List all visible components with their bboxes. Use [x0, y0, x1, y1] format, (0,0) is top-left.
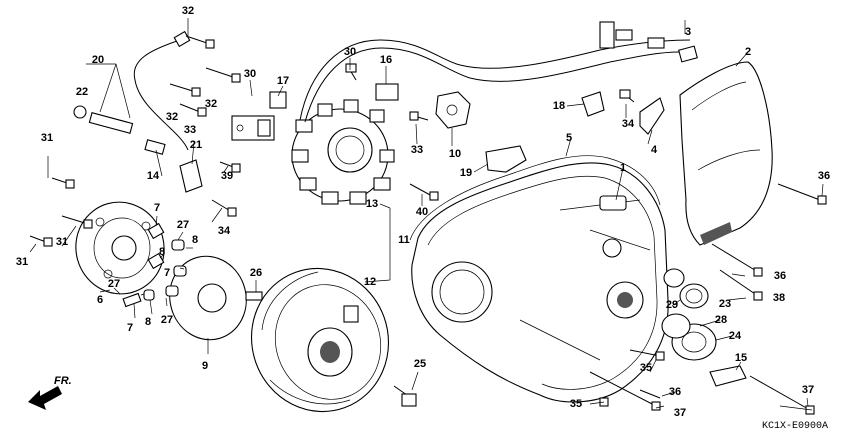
- neutral-switch: [435, 91, 471, 129]
- callout-18: 18: [553, 100, 565, 112]
- callout-8b: 8: [159, 246, 165, 258]
- callout-9: 9: [202, 360, 208, 372]
- callout-38: 38: [773, 292, 785, 304]
- callout-31a: 31: [41, 132, 53, 144]
- callout-31b: 31: [56, 236, 68, 248]
- callout-3: 3: [685, 26, 691, 38]
- callout-10: 10: [449, 148, 461, 160]
- starter-gear-plate: [169, 255, 247, 341]
- callout-1: 1: [620, 162, 626, 174]
- callout-27a: 27: [177, 219, 189, 231]
- callout-30a: 30: [344, 46, 356, 58]
- callout-8c: 8: [145, 316, 151, 328]
- cover-gasket: [409, 155, 661, 241]
- callout-30b: 30: [244, 68, 256, 80]
- callout-35a: 35: [640, 362, 652, 374]
- callout-24: 24: [729, 330, 742, 342]
- stator: [291, 99, 395, 205]
- diagram-code: KC1X-E0900A: [762, 421, 828, 432]
- grommet-18: [581, 91, 605, 117]
- flywheel: [250, 267, 390, 413]
- plate-4: [639, 97, 665, 135]
- callout-15: 15: [735, 352, 747, 364]
- callout-33a: 33: [184, 124, 196, 136]
- callout-34a: 34: [218, 225, 231, 237]
- callout-37b: 37: [674, 407, 686, 419]
- clip-19: [485, 145, 527, 173]
- callout-7a: 7: [154, 202, 160, 214]
- callout-39: 39: [221, 170, 233, 182]
- callout-21: 21: [190, 139, 202, 151]
- starter-clutch: [75, 201, 165, 295]
- callout-11: 11: [398, 234, 410, 246]
- crankcase-cover: [411, 162, 669, 403]
- clamp-17: [269, 91, 287, 109]
- stay-21: [179, 159, 203, 193]
- callout-40: 40: [416, 206, 428, 218]
- callout-8a: 8: [192, 234, 198, 246]
- callout-5: 5: [566, 132, 572, 144]
- callout-16: 16: [380, 54, 392, 66]
- callout-32a: 32: [182, 5, 194, 17]
- spark-wire-assembly: [73, 30, 191, 155]
- callout-36c: 36: [669, 386, 681, 398]
- callout-37a: 37: [802, 384, 814, 396]
- callout-7b: 7: [164, 267, 170, 279]
- callout-23: 23: [719, 298, 731, 310]
- callout-33b: 33: [411, 144, 423, 156]
- callout-25: 25: [414, 358, 426, 370]
- callout-labels: 1 2 3 4 5 6 7 7 7 8 8 8 9 10 11 12 13 14…: [16, 5, 830, 419]
- leader-lines: [29, 18, 824, 411]
- callout-7c: 7: [127, 322, 133, 334]
- callout-31c: 31: [16, 256, 28, 268]
- grommet-16: [375, 83, 399, 101]
- sprocket-cover: [679, 61, 773, 246]
- callout-36a: 36: [818, 170, 830, 182]
- callout-2: 2: [745, 46, 751, 58]
- callout-32c: 32: [166, 111, 178, 123]
- callout-26: 26: [250, 267, 262, 279]
- callout-14: 14: [147, 170, 160, 182]
- wire-harness: [299, 39, 691, 121]
- clamp-15: [709, 365, 747, 387]
- callout-13: 13: [366, 198, 378, 210]
- callout-28: 28: [715, 314, 727, 326]
- callout-27b: 27: [108, 278, 120, 290]
- callout-4: 4: [651, 144, 658, 156]
- front-direction-arrow: FR.: [28, 375, 72, 410]
- callout-12: 12: [364, 276, 376, 288]
- callout-19: 19: [460, 167, 472, 179]
- callout-34b: 34: [622, 118, 635, 130]
- callout-22: 22: [76, 86, 88, 98]
- callout-29: 29: [666, 299, 678, 311]
- callout-20: 20: [92, 54, 104, 66]
- callout-27c: 27: [161, 314, 173, 326]
- cover-plugs: [661, 268, 717, 361]
- front-direction-label: FR.: [54, 375, 72, 387]
- pulse-generator: [231, 115, 275, 141]
- callout-32b: 32: [205, 98, 217, 110]
- callout-35b: 35: [570, 398, 582, 410]
- callout-17: 17: [277, 75, 289, 87]
- callout-36b: 36: [774, 270, 786, 282]
- callout-6: 6: [97, 294, 103, 306]
